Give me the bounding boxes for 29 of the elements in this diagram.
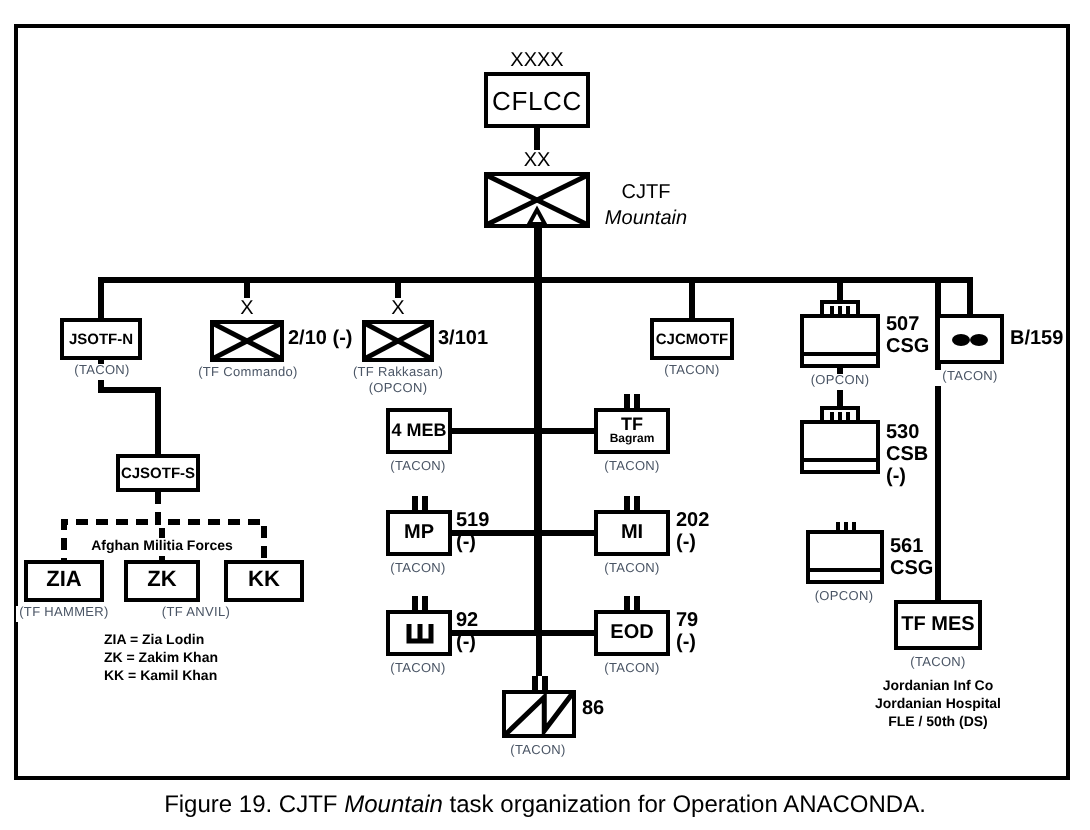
unit-designation: 202 (-) [676,510,712,554]
unit-designation: 530 CSB (-) [886,422,931,488]
echelon-label: XX [523,150,551,172]
unit-designation: B/159 [1010,328,1066,350]
figure-caption: Figure 19. CJTF Mountain task organization for Operation ANACONDA. [162,790,928,818]
unit-label: ZIA [46,570,82,592]
unit-name-label: CJTF Mountain [602,180,690,232]
unit-designation: 561 CSG [890,536,936,580]
connector-line [534,128,540,150]
unit-label: CFLCC [492,87,582,113]
connector-line [536,228,542,676]
unit-label: ZK [147,570,177,592]
unit-designation: 86 [582,698,607,720]
unit-designation: 3/101 [438,328,491,350]
unit-designation: 507 CSG [886,314,932,358]
unit-label: TF [621,416,643,434]
echelon-label: X [391,298,405,320]
echelon-label: X [240,298,254,320]
connector-line [98,360,161,454]
unit-designation: 2/10 (-) [288,328,355,350]
echelon-label: XXXX [510,50,564,72]
dashed-connector [155,492,267,560]
unit-label: 4 MEB [391,422,447,440]
unit-label: MI [620,523,644,543]
unit-label: TF MES [901,615,975,635]
unit-label: MP [404,523,434,543]
unit-designation: 79 (-) [676,610,701,654]
unit-label: EOD [610,623,654,643]
unit-label: KK [248,570,280,592]
